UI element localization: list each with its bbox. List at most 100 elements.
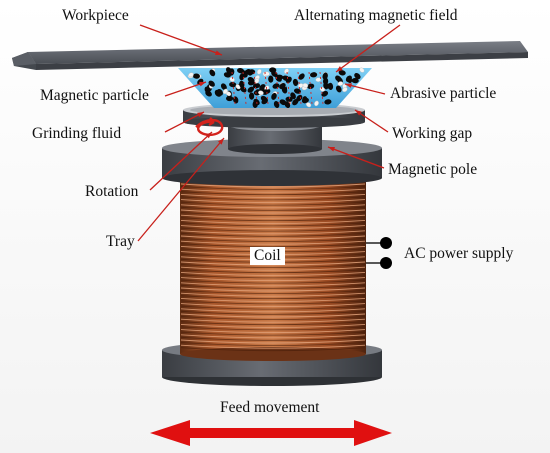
magnetic-particle-mark <box>321 90 329 97</box>
abrasive-particle-mark <box>314 100 319 107</box>
coil-turn <box>180 323 366 328</box>
coil-turn-shadow <box>180 243 366 248</box>
coil-turn-shadow <box>180 201 366 206</box>
coil-turn <box>180 303 366 308</box>
magnetic-particle-mark <box>252 83 261 89</box>
abrasive-particle-mark <box>284 68 289 74</box>
magnetic-particle-mark <box>310 72 318 78</box>
coil-turn-shadow <box>180 284 366 289</box>
magnetic-particle-mark <box>261 98 268 105</box>
label-ac-power-supply: AC power supply <box>404 245 514 262</box>
abrasive-particle-mark <box>306 102 312 108</box>
label-abrasive-particle: Abrasive particle <box>390 85 497 102</box>
leader-arrowhead <box>205 132 212 139</box>
magnetic-particle-mark <box>301 97 309 104</box>
magnetic-particle-mark <box>271 92 277 100</box>
coil-turn-shadow <box>180 295 366 300</box>
abrasive-particle-mark <box>256 69 262 75</box>
abrasive-particle-mark <box>264 71 270 76</box>
magnetic-particle-mark <box>205 90 212 97</box>
field-line <box>308 71 313 105</box>
field-line <box>297 71 302 105</box>
leader-arrowhead <box>336 66 343 72</box>
coil-turn <box>180 214 366 219</box>
magnetic-particle-mark <box>285 96 293 102</box>
label-magnetic-particle: Magnetic particle <box>40 87 149 104</box>
magnetic-particle-mark <box>298 73 305 80</box>
label-coil: Coil <box>250 247 285 266</box>
coil-turn-shadow <box>180 326 366 331</box>
abrasive-particle-mark <box>302 83 309 88</box>
leader-line <box>164 81 207 97</box>
coil-turn <box>180 297 366 302</box>
magnetic-particle-mark <box>229 68 235 76</box>
coil-turn-shadow <box>180 196 366 201</box>
magnetic-particle-mark <box>248 92 255 100</box>
coil-turn-shadow <box>180 217 366 222</box>
leader-arrowhead <box>328 147 335 152</box>
coil-turn-shadow <box>180 206 366 211</box>
leader-arrowhead <box>355 110 362 116</box>
coil-turn <box>180 344 366 349</box>
label-magnetic-pole: Magnetic pole <box>388 161 478 178</box>
coil-turn-shadow <box>180 300 366 305</box>
leader-line <box>149 131 213 191</box>
magnetic-particle-mark <box>209 69 216 77</box>
coil-turn-shadow <box>180 264 366 268</box>
coil-turn-shadow <box>180 232 366 237</box>
coil-turn-shadow <box>180 316 366 320</box>
coil-turn-shadow <box>180 336 366 341</box>
field-line <box>253 71 258 105</box>
magnetic-particle-mark <box>284 101 291 108</box>
coil-turn-shadow <box>180 290 366 294</box>
label-working-gap: Working gap <box>392 125 473 142</box>
coil-turn <box>180 308 366 313</box>
label-tray: Tray <box>106 233 135 250</box>
coil-winding <box>180 172 366 361</box>
magnetic-particle-mark <box>273 101 280 108</box>
coil-turn <box>180 313 366 318</box>
magnetic-particle-mark <box>220 83 227 91</box>
magnetic-particle-mark <box>268 75 274 83</box>
coil-turn <box>180 188 366 193</box>
field-line <box>275 71 280 105</box>
magnetic-particle-mark <box>345 75 352 82</box>
field-line <box>286 71 291 105</box>
coil-turn <box>180 199 366 204</box>
leader-arrowhead <box>215 50 222 55</box>
leader-line <box>335 24 401 73</box>
abrasive-particle-mark <box>342 87 348 92</box>
coil-turn-shadow <box>180 305 366 310</box>
leader-lines <box>137 24 401 242</box>
workpiece-plate <box>12 41 528 70</box>
abrasive-particle-mark <box>315 77 322 82</box>
field-line <box>242 71 247 105</box>
power-terminal-dots-icon <box>366 237 392 269</box>
coil-turn <box>180 282 366 287</box>
coil-turn <box>180 225 366 230</box>
magnetic-particle-mark <box>275 75 282 82</box>
abrasive-particle-mark <box>337 81 344 86</box>
abrasive-particle-mark <box>188 72 194 78</box>
leader-arrowhead <box>217 138 224 145</box>
magnetic-particle-mark <box>192 73 200 79</box>
magnetic-particle-mark <box>307 83 315 89</box>
coil-turn-shadow <box>180 342 366 346</box>
coil-turn-shadow <box>180 274 366 279</box>
magnetic-particle-mark <box>296 94 303 102</box>
coil-turn <box>180 287 366 292</box>
coil-turn <box>180 292 366 297</box>
magnetic-particle-mark <box>290 92 296 100</box>
coil-turn-shadow <box>180 222 366 227</box>
abrasive-particle-mark <box>222 88 228 95</box>
magnetic-particle-mark <box>292 78 299 86</box>
magnetic-particle-mark <box>325 83 333 89</box>
abrasive-particle-mark <box>359 67 365 73</box>
coil-turn-shadow <box>180 212 366 216</box>
abrasive-particle-mark <box>258 90 264 96</box>
coil-turn <box>180 230 366 235</box>
leader-line <box>139 24 223 56</box>
coil-turn-shadow <box>180 279 366 284</box>
